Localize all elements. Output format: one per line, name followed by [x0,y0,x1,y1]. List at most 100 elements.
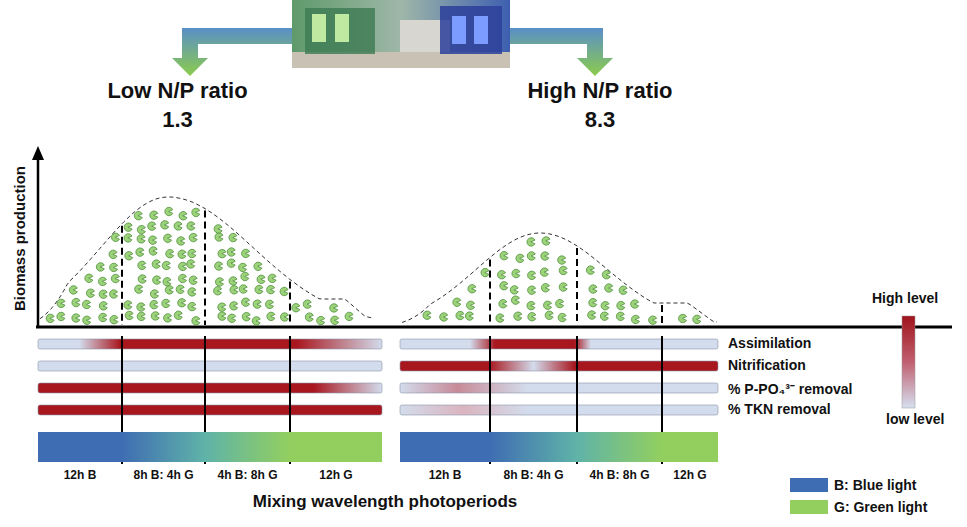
microalga-icon [617,301,625,309]
microalga-icon [544,301,552,309]
microalga-icon [215,278,223,286]
microalga-icon [528,286,536,294]
row-label: % P-PO₄³⁻ removal [728,379,853,398]
microalga-icon [481,268,489,276]
microalga-icon [254,262,262,270]
microalga-icon [527,252,535,260]
microalga-icon [176,285,184,293]
photoperiod-label: 12h B [380,468,510,482]
photoperiod-label: 4h B: 8h G [185,468,310,482]
heat-bar [400,339,718,349]
row-label: % TKN removal [728,401,831,417]
microalga-icon [99,302,107,310]
microalga-icon [137,235,145,243]
microalga-icon [161,221,169,229]
photoperiod-band: 8h B: 4h G [490,432,577,462]
microalga-icon [177,237,185,245]
photoperiod-band: 8h B: 4h G [122,432,205,462]
microalga-icon [616,312,624,320]
microalga-icon [511,296,519,304]
microalga-icon [303,300,311,308]
microalga-icon [83,316,91,324]
legend-text: B: Blue light [834,477,916,493]
microalga-icon [137,303,145,311]
segment-divider [576,248,578,325]
microalga-icon [257,275,265,283]
microalga-icon [227,259,235,267]
microalga-icon [150,300,158,308]
microalga-icon [619,286,627,294]
microalga-icon [150,211,158,219]
microalga-icon [542,237,550,245]
photoperiod-label: 12h G [270,468,402,482]
microalga-icon [189,276,197,284]
microalga-icon [109,250,117,258]
split-arrows [172,28,613,76]
microalga-icon [110,315,118,323]
microalga-icon [111,233,119,241]
microalga-icon [510,286,518,294]
microalga-icon [124,223,132,231]
microalga-icon [693,315,701,323]
microalga-icon [280,313,288,321]
microalga-icon [330,304,338,312]
heat-bar [400,383,718,393]
microalga-icon [253,300,261,308]
microalga-icon [86,289,94,297]
axis-label: Biomass production [11,164,28,314]
heat-bar [38,405,382,415]
microalga-icon [540,268,548,276]
microalga-icon [214,225,222,233]
biomass-curves [40,197,717,325]
microalga-icon [465,312,473,320]
microalga-icon [72,298,80,306]
microalga-icon [125,311,133,319]
segment-divider [489,259,491,325]
microalga-icon [148,222,156,230]
y-axis-head [32,146,44,160]
microalga-icon [215,262,223,270]
microalga-icon [179,262,187,270]
ratio-title: Low N/P ratio 1.3 [95,76,260,134]
microalga-icon [267,285,275,293]
microalga-icon [679,314,687,322]
photoperiod-label: 4h B: 8h G [557,468,682,482]
photoperiod-label: 8h B: 4h G [102,468,225,482]
microalga-icon [189,233,197,241]
microalga-icon [124,234,132,242]
microalga-icon [267,312,275,320]
microalga-icon [136,248,144,256]
microalga-icon [230,302,238,310]
microalga-icon [242,249,250,257]
microalga-icon [545,311,553,319]
photoperiod-label: 12h B [18,468,142,482]
microalga-icon [498,271,506,279]
microalga-icon [227,248,235,256]
microalga-icon [605,284,613,292]
heat-rows [38,336,718,464]
microalga-icon [268,274,276,282]
microalga-icon [559,283,567,291]
microalga-icon [188,302,196,310]
curve-outline [40,197,373,319]
legend-swatch [790,478,828,492]
microalga-icon [137,225,145,233]
microalga-icon [134,212,142,220]
ratio-title: High N/P ratio 8.3 [515,76,685,134]
microalga-icon [589,298,597,306]
microalga-icon [588,311,596,319]
colour-scale [902,316,915,408]
microalga-icon [165,207,173,215]
photoperiod-band: 12h G [662,432,718,462]
microalga-icon [631,300,639,308]
microalga-icon [241,272,249,280]
microalga-icon [528,271,536,279]
microalga-icon [164,234,172,242]
microalga-icon [149,247,157,255]
microalga-icon [72,314,80,322]
microalga-icon [150,290,158,298]
microalga-icon [82,300,90,308]
microalga-icon [541,284,549,292]
photoperiod-band: 12h B [38,432,122,462]
